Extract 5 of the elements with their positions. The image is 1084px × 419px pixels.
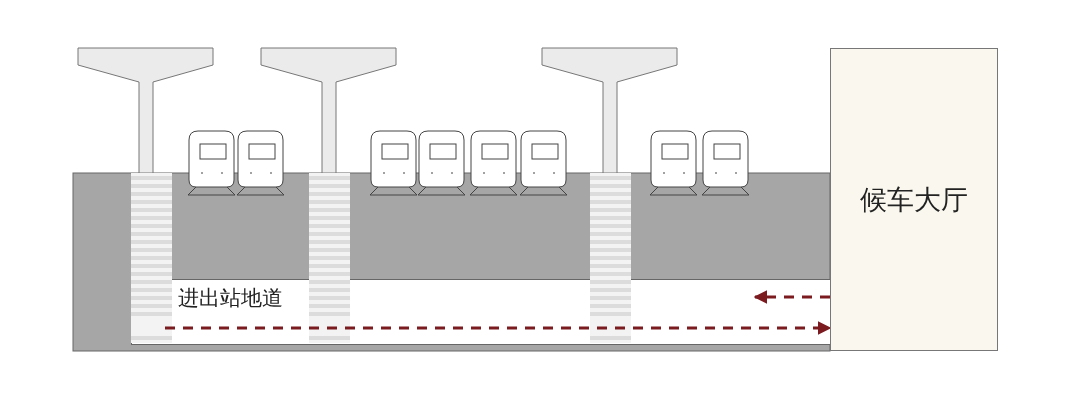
dashed-arrow	[753, 290, 830, 304]
dashed-arrow	[165, 321, 832, 335]
waiting-hall-box	[830, 48, 998, 351]
hall-label: 候车大厅	[860, 182, 968, 217]
passage-label: 进出站地道	[178, 285, 283, 312]
